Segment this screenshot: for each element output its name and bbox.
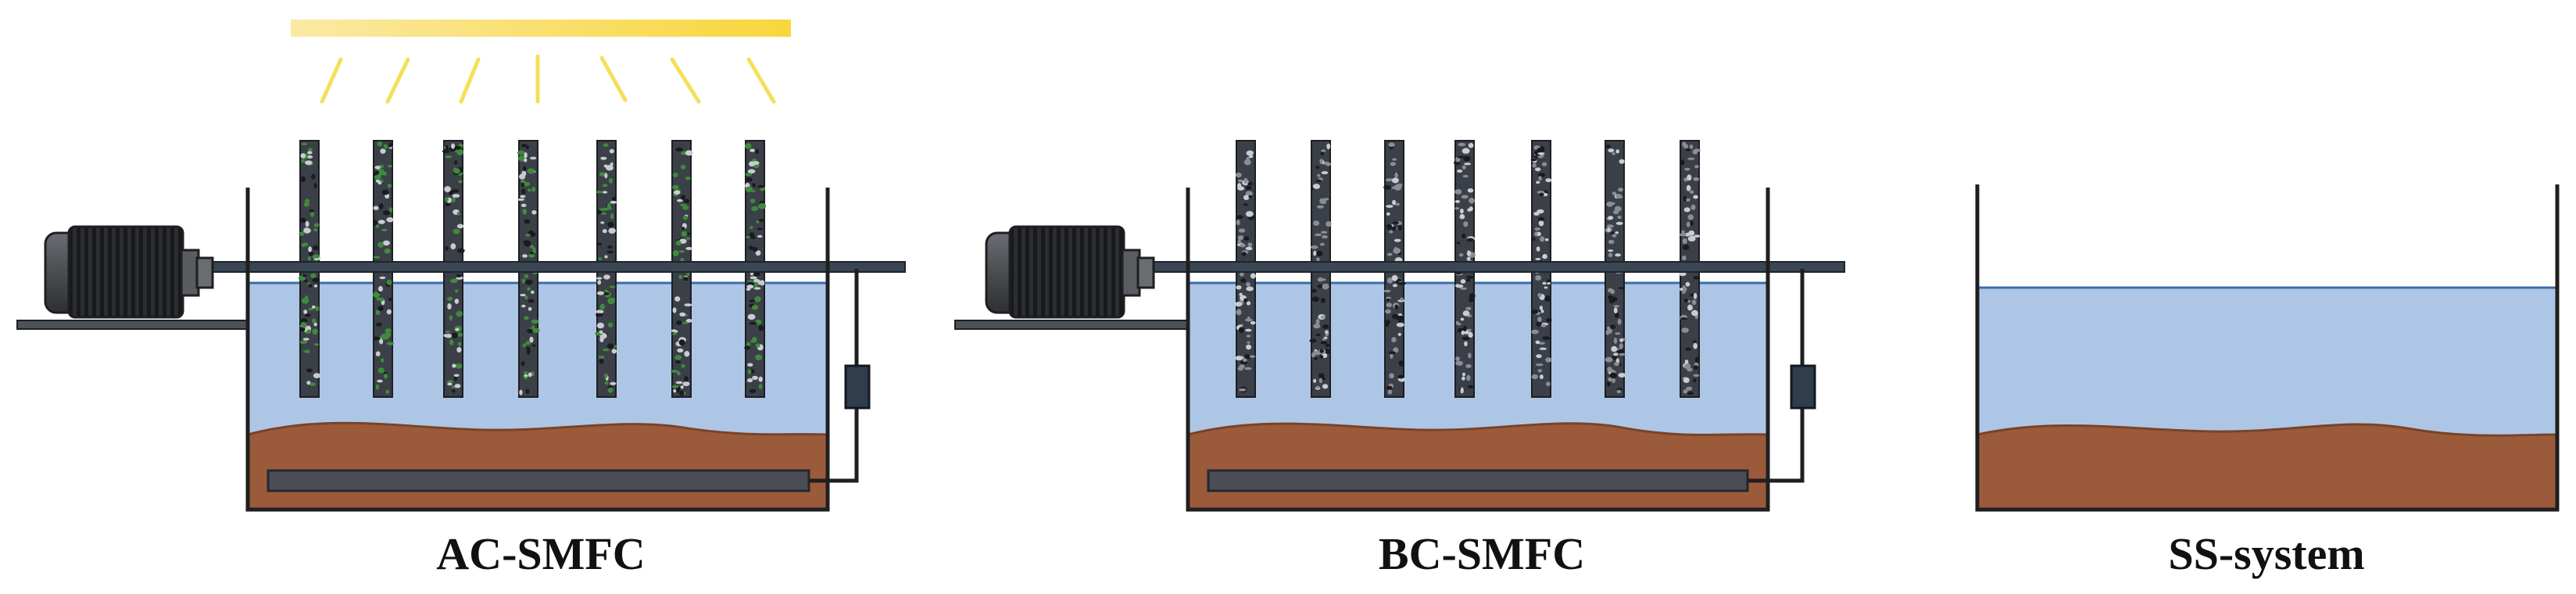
circuit-wire	[1748, 269, 1805, 483]
anode	[267, 469, 810, 492]
sediment	[1186, 422, 1769, 511]
anode	[1207, 469, 1749, 492]
system-ac-smfc: AC-SMFC	[16, 20, 906, 579]
tank-outline	[245, 188, 830, 512]
external-resistor-icon	[844, 364, 871, 410]
circuit-wire	[809, 269, 859, 483]
tank-outline	[1186, 188, 1770, 512]
drive-shaft	[1134, 261, 1845, 273]
external-resistor-icon	[1790, 364, 1816, 410]
light-rays	[320, 54, 776, 104]
drive-shaft	[195, 261, 906, 273]
system-label: SS-system	[2168, 528, 2364, 579]
electric-motor-icon	[44, 225, 214, 319]
light-source-icon	[291, 20, 791, 104]
system-bc-smfc: BC-SMFC	[954, 140, 1845, 579]
motor-base	[16, 320, 249, 330]
system-label: BC-SMFC	[1379, 528, 1585, 579]
sediment	[1976, 423, 2559, 511]
tank-outline	[1975, 184, 2560, 512]
electric-motor-icon	[985, 225, 1155, 319]
electrode-rod	[1530, 140, 1552, 398]
system-ss: SS-system	[1975, 184, 2560, 579]
system-label: AC-SMFC	[436, 528, 645, 579]
sediment	[246, 421, 829, 511]
motor-base	[954, 320, 1189, 330]
